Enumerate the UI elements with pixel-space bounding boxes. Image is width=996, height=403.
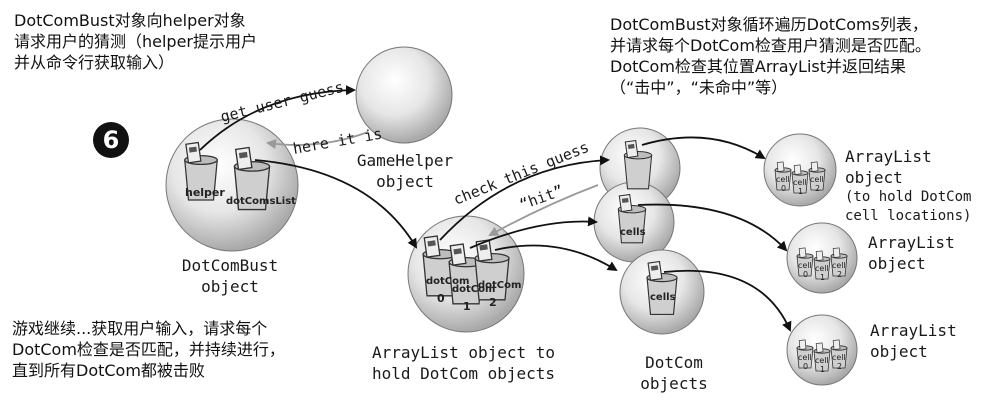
- svg-text:cell: cell: [815, 264, 829, 273]
- slot-index-2: 2: [489, 296, 497, 309]
- dotcombust-caption: DotComBust object: [181, 256, 279, 296]
- svg-text:2: 2: [815, 184, 820, 193]
- hit-return-arrow: [488, 184, 599, 236]
- svg-text:0: 0: [803, 270, 808, 279]
- svg-text:1: 1: [820, 273, 825, 282]
- gamehelper-sphere: [355, 46, 453, 144]
- dotcom-objects-caption: DotCom objects: [640, 353, 708, 393]
- dotcomslist-to-arraylist-arrow: [254, 159, 418, 249]
- cells1-to-arraylist-arrow: [641, 136, 766, 160]
- arraylist-cells-caption-2: ArrayList object: [868, 233, 955, 273]
- svg-text:cell: cell: [793, 178, 807, 187]
- svg-text:1: 1: [798, 187, 803, 196]
- note-loop-dotcoms: DotComBust对象循环遍历DotComs列表， 并请求每个DotCom检查…: [610, 14, 931, 98]
- slot2-to-dotcom3-arrow: [494, 244, 618, 272]
- arraylist-cells-caption-3: ArrayList object: [870, 321, 957, 361]
- get-user-guess-arrow: [199, 85, 356, 151]
- svg-text:1: 1: [820, 365, 825, 374]
- cells3-to-arraylist-arrow: [663, 269, 792, 332]
- cup-label-dotcomslist: dotComsList: [226, 196, 296, 207]
- svg-text:cell: cell: [832, 353, 846, 362]
- note-line: 请求用户的猜测（helper提示用户: [14, 32, 258, 51]
- svg-text:2: 2: [837, 362, 842, 371]
- note-line: 并请求每个DotCom检查用户猜测是否匹配。: [610, 36, 931, 55]
- note-helper-request: DotComBust对象向helper对象 请求用户的猜测（helper提示用户…: [14, 10, 257, 73]
- note-line: DotCom检查是否匹配，并持续进行，: [12, 340, 285, 359]
- note-line: DotComBust对象循环遍历DotComs列表，: [610, 15, 928, 34]
- arraylist-main-caption: ArrayList object to hold DotCom objects: [372, 343, 556, 383]
- note-line: 并从命令行获取输入）: [14, 53, 175, 72]
- svg-text:0: 0: [803, 362, 808, 371]
- note-game-continues: 游戏继续...获取用户输入，请求每个 DotCom检查是否匹配，并持续进行， 直…: [12, 318, 285, 381]
- slot1-to-dotcom2-arrow: [469, 216, 598, 249]
- cup-label-cells: cells: [620, 227, 646, 238]
- svg-text:cell: cell: [798, 353, 812, 362]
- slot-index-1: 1: [463, 300, 471, 313]
- slot-label-dotcom: dotCom: [452, 284, 495, 295]
- svg-text:cell: cell: [815, 356, 829, 365]
- cup-label-helper: helper: [185, 186, 225, 199]
- slot-label-dotcom: dotCom: [478, 280, 521, 291]
- cells2-to-arraylist-arrow: [637, 203, 788, 252]
- note-line: 直到所有DotCom都被击败: [12, 361, 205, 380]
- step-number-badge: 6: [93, 122, 129, 158]
- svg-text:2: 2: [837, 270, 842, 279]
- note-line: （“击中”，“未命中”等）: [610, 78, 788, 97]
- note-line: DotComBust对象向helper对象: [14, 11, 246, 30]
- svg-text:0: 0: [781, 184, 786, 193]
- note-line: 游戏继续...获取用户输入，请求每个: [12, 319, 268, 338]
- here-it-is-arrow: [266, 131, 369, 150]
- dotcombust-sphere: [165, 118, 299, 252]
- svg-text:cell: cell: [832, 261, 846, 270]
- cup-label-cells: cells: [650, 292, 676, 303]
- slot-label-dotcom: dotCom: [426, 276, 469, 287]
- gamehelper-caption: GameHelper object: [356, 151, 454, 191]
- slot-index-0: 0: [437, 292, 445, 305]
- get-user-guess-label: get user guess: [219, 78, 346, 126]
- svg-text:cell: cell: [798, 261, 812, 270]
- note-line: DotCom检查其位置ArrayList并返回结果: [610, 57, 906, 76]
- svg-text:cell: cell: [810, 175, 824, 184]
- svg-text:cell: cell: [776, 175, 790, 184]
- check-this-guess-arrow: [439, 155, 610, 241]
- arraylist-cells-caption-1: ArrayList object (to hold DotCom cell lo…: [845, 147, 972, 224]
